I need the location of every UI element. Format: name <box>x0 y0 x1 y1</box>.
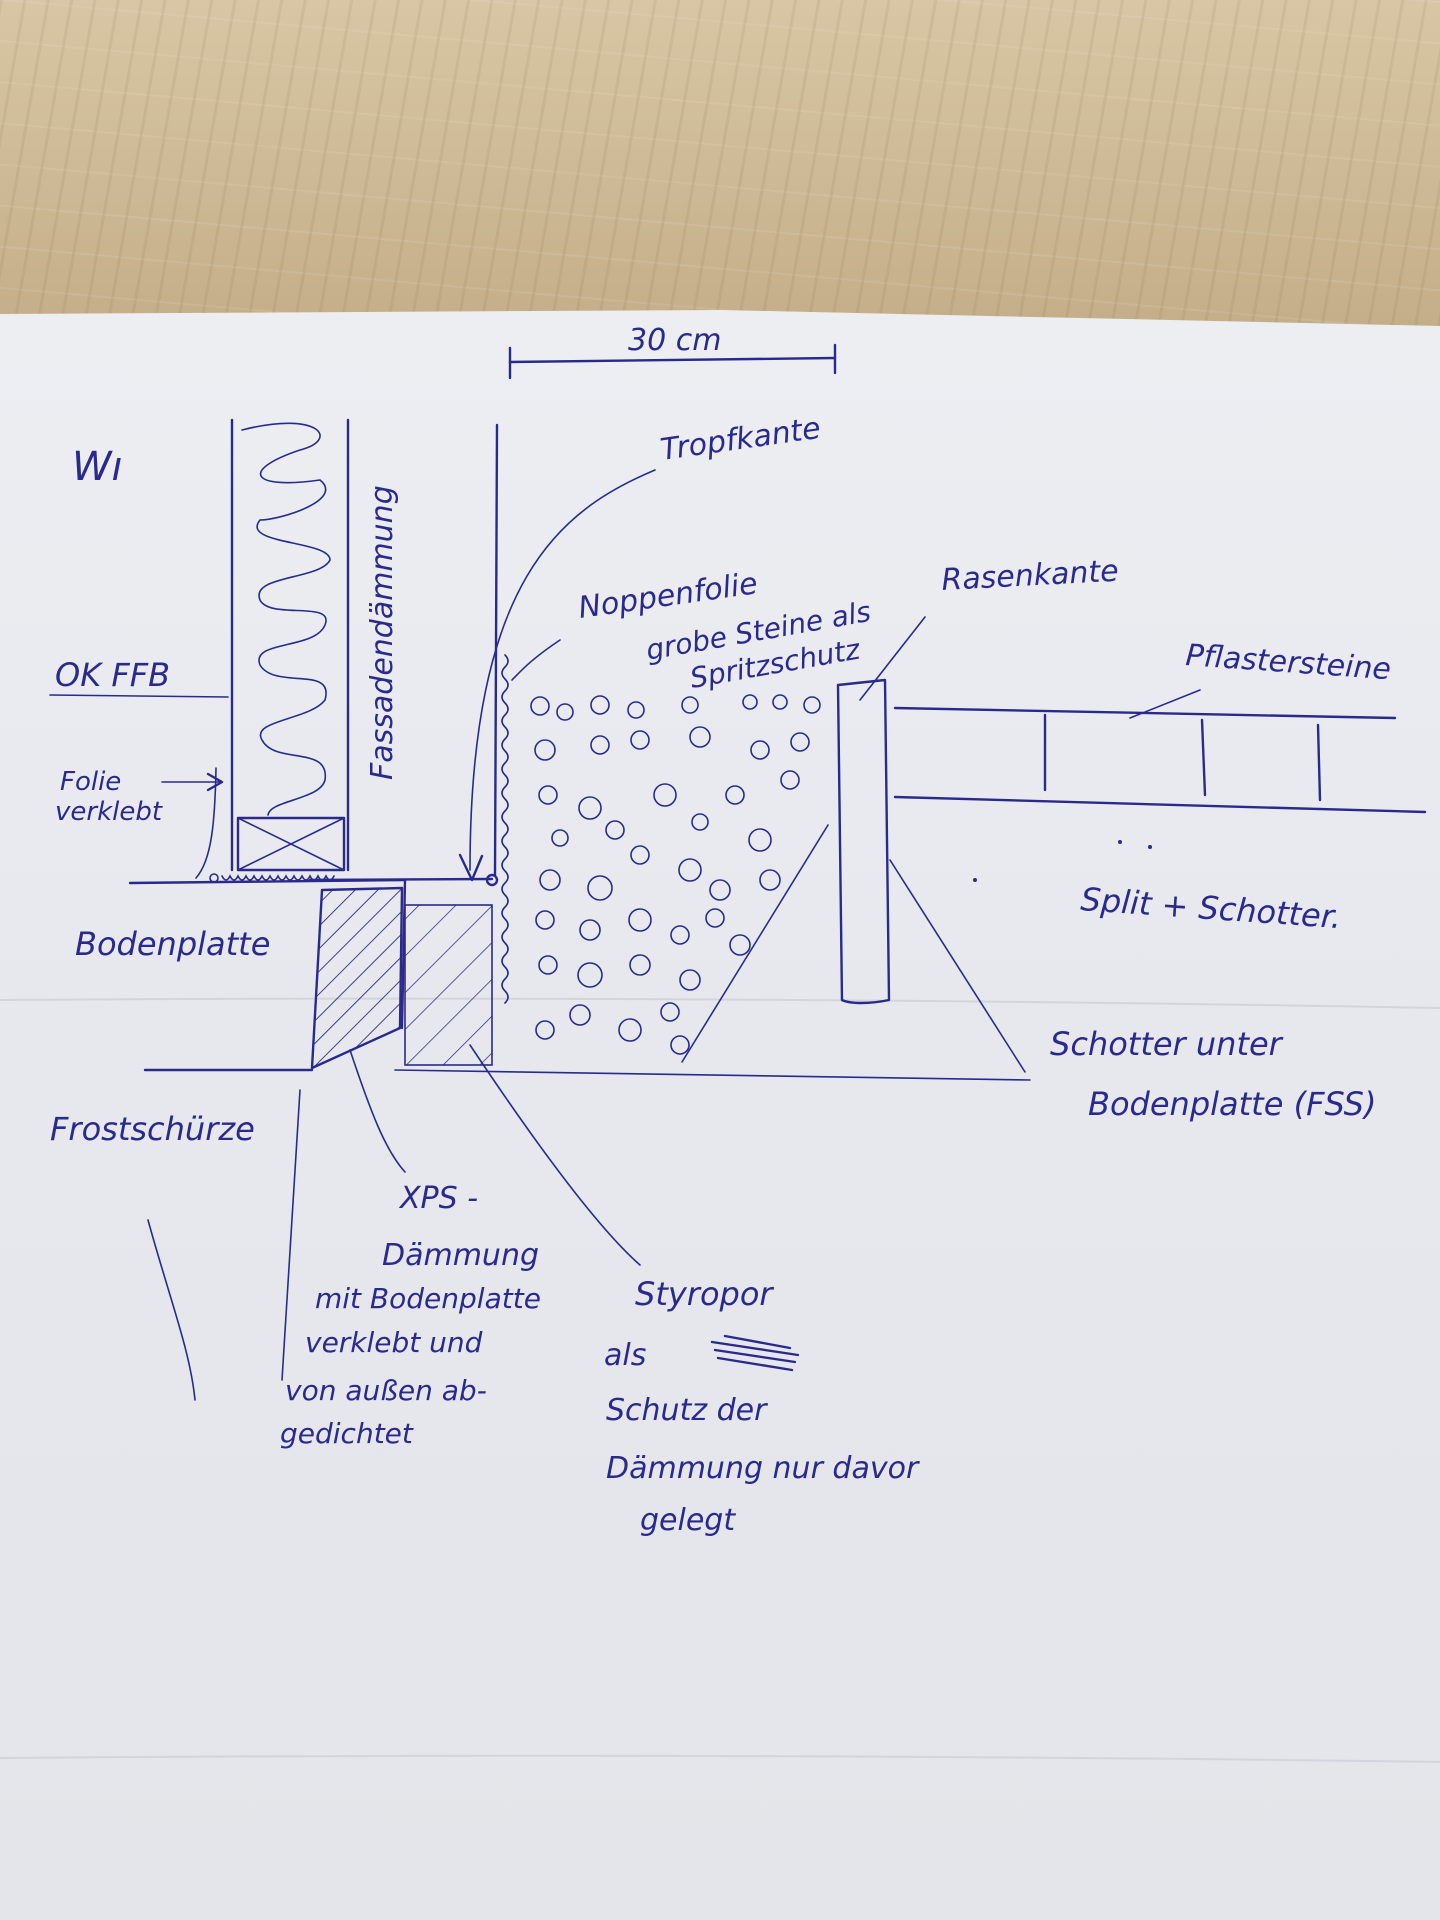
gravel-stones <box>530 694 821 1055</box>
wooden-table-background <box>0 0 1440 330</box>
dimension-30cm <box>508 343 837 380</box>
label-bodenplatte: Bodenplatte <box>75 925 270 963</box>
label-xps-2: Dämmung <box>382 1238 539 1273</box>
label-rasenkante: Rasenkante <box>941 554 1120 598</box>
label-xps-5: von außen ab- <box>285 1374 487 1407</box>
label-styro-5: gelegt <box>640 1503 736 1538</box>
label-schotter-2: Bodenplatte (FSS) <box>1088 1085 1376 1123</box>
label-styro-4: Dämmung nur davor <box>606 1451 920 1486</box>
label-styro-1: Styropor <box>635 1275 774 1313</box>
label-folie-1: Folie <box>60 767 121 797</box>
leader-lines <box>49 616 1201 1266</box>
crossed-out-word <box>710 1334 800 1372</box>
label-xps-6: gedichtet <box>280 1417 414 1450</box>
label-split-schotter: Split + Schotter. <box>1079 880 1342 936</box>
label-styro-3: Schutz der <box>606 1393 768 1428</box>
label-xps-3: mit Bodenplatte <box>315 1282 541 1315</box>
paper-sheet <box>0 310 1440 1920</box>
label-tropfkante: Tropfkante <box>658 411 823 468</box>
label-xps-1: XPS - <box>398 1181 478 1216</box>
label-dimension: 30 cm <box>628 323 721 358</box>
foundation <box>128 878 1031 1401</box>
label-frostschuerze: Frostschürze <box>50 1110 255 1148</box>
label-xps-4: verklebt und <box>305 1326 483 1359</box>
label-fassadendaemmung: Fassadendämmung <box>365 485 400 780</box>
lawn-edge-and-paving <box>681 678 1427 1073</box>
label-mark: Wı <box>72 444 123 490</box>
label-pflastersteine: Pflastersteine <box>1184 638 1392 687</box>
wall-insulation <box>195 418 350 883</box>
label-schotter-1: Schotter unter <box>1050 1025 1284 1063</box>
label-ok-ffb: OK FFB <box>55 656 170 694</box>
label-styro-2: als <box>604 1338 646 1373</box>
label-folie-2: verklebt <box>55 797 163 827</box>
label-noppenfolie: Noppenfolie <box>576 566 760 626</box>
